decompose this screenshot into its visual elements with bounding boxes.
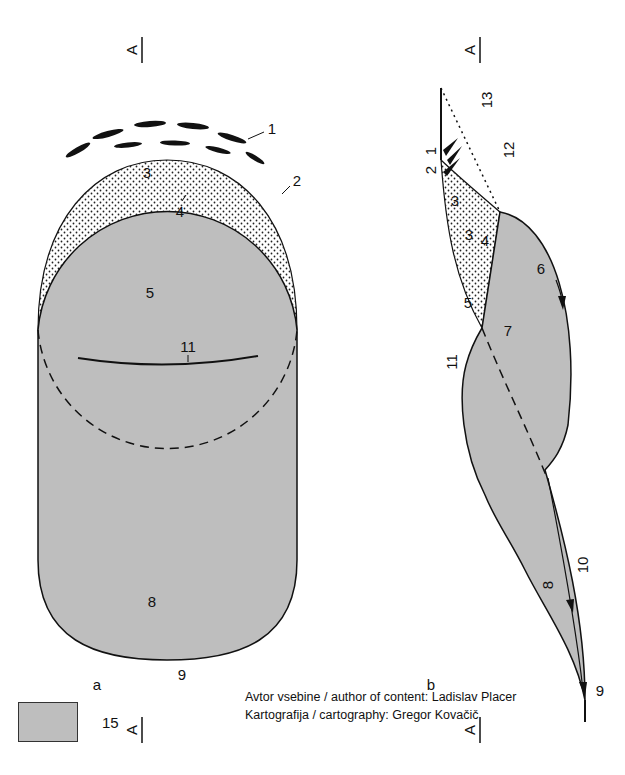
callout-number: A: [124, 725, 139, 735]
callout-number: 7: [504, 323, 512, 338]
callout-number: 11: [444, 354, 459, 370]
callout-number: 1: [423, 147, 438, 155]
callout-number: 2: [423, 166, 438, 174]
callout-number: 12: [501, 142, 516, 159]
callout-number: 1: [268, 121, 276, 136]
callout-number: 5: [146, 285, 154, 300]
credit-note: Avtor vsebine / author of content: Ladis…: [245, 691, 516, 704]
callout-number: 10: [575, 557, 590, 574]
callout-number: 3: [143, 165, 151, 180]
credit-note: Kartografija / cartography: Gregor Kovač…: [245, 709, 478, 722]
leader-line: [182, 132, 290, 362]
callout-number: 11: [180, 339, 196, 354]
callout-number: 3: [465, 227, 473, 242]
callout-number: A: [462, 45, 477, 55]
callout-number: 2: [293, 173, 301, 188]
callout-number: 4: [481, 233, 489, 248]
callout-number: 3: [451, 193, 459, 208]
callout-number: 13: [479, 92, 494, 109]
legend-label: 15: [102, 714, 119, 731]
legend-swatch: [18, 702, 78, 742]
callout-number: A: [124, 45, 139, 55]
callout-number: A: [462, 725, 477, 735]
plan-view: [38, 120, 297, 660]
legend-row: 15: [18, 702, 119, 742]
callout-number: a: [93, 677, 101, 692]
callout-number: 6: [537, 261, 545, 276]
cross-section: [441, 88, 587, 722]
callout-number: 9: [596, 683, 604, 698]
callout-number: 5: [464, 295, 472, 310]
callout-number: 9: [178, 667, 186, 682]
callout-number: b: [427, 677, 435, 692]
callout-number: 8: [148, 594, 156, 609]
callout-number: 4: [176, 204, 184, 219]
callout-number: 8: [540, 581, 555, 589]
